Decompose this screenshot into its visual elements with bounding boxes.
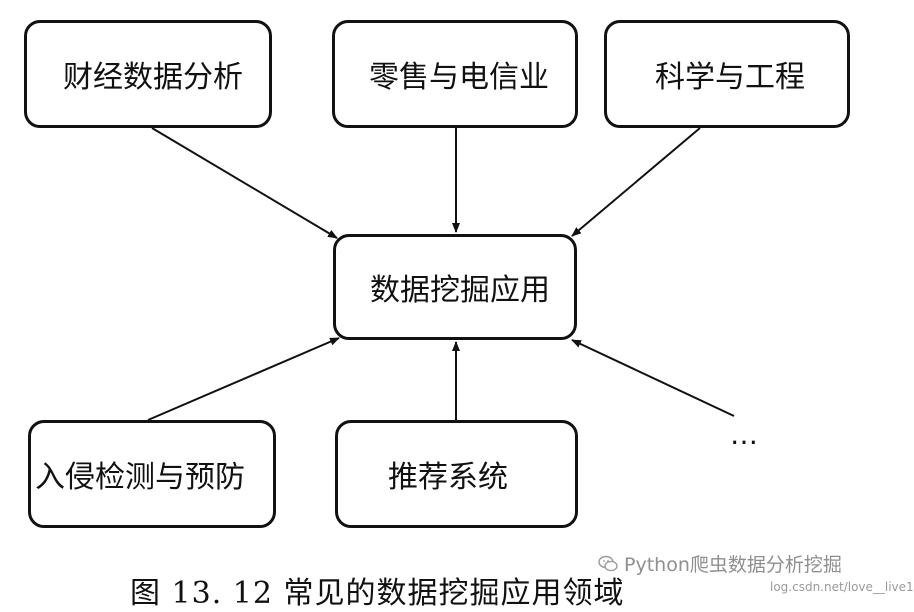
node-ellipsis: … [730, 418, 758, 451]
arrows-layer [147, 127, 735, 421]
watermark: Python爬虫数据分析挖掘 [598, 550, 842, 577]
node-retail-telecom: 零售与电信业 [332, 20, 578, 128]
node-data-mining-applications-label: 数据挖掘应用 [370, 273, 550, 308]
wechat-icon [598, 555, 618, 571]
node-finance-analysis: 财经数据分析 [24, 20, 272, 128]
node-science-engineering: 科学与工程 [604, 20, 850, 128]
node-data-mining-applications: 数据挖掘应用 [333, 234, 577, 340]
arrow-finance-to-center [151, 127, 338, 239]
node-finance-analysis-label: 财经数据分析 [63, 60, 243, 95]
node-recommender-system-label: 推荐系统 [388, 460, 508, 495]
node-retail-telecom-label: 零售与电信业 [369, 60, 549, 95]
watermark-url: log.csdn.net/love__live1 [770, 580, 914, 594]
figure-caption: 图 13. 12 常见的数据挖掘应用领域 [130, 576, 625, 611]
node-intrusion-detection: 入侵检测与预防 [28, 420, 276, 528]
node-recommender-system: 推荐系统 [335, 420, 578, 528]
node-science-engineering-label: 科学与工程 [655, 60, 805, 95]
arrow-science-to-center [571, 127, 701, 237]
watermark-text: Python爬虫数据分析挖掘 [624, 554, 842, 576]
node-intrusion-detection-label: 入侵检测与预防 [35, 460, 245, 495]
arrow-intrusion-to-center [147, 337, 340, 421]
arrow-other-to-center [571, 339, 735, 417]
